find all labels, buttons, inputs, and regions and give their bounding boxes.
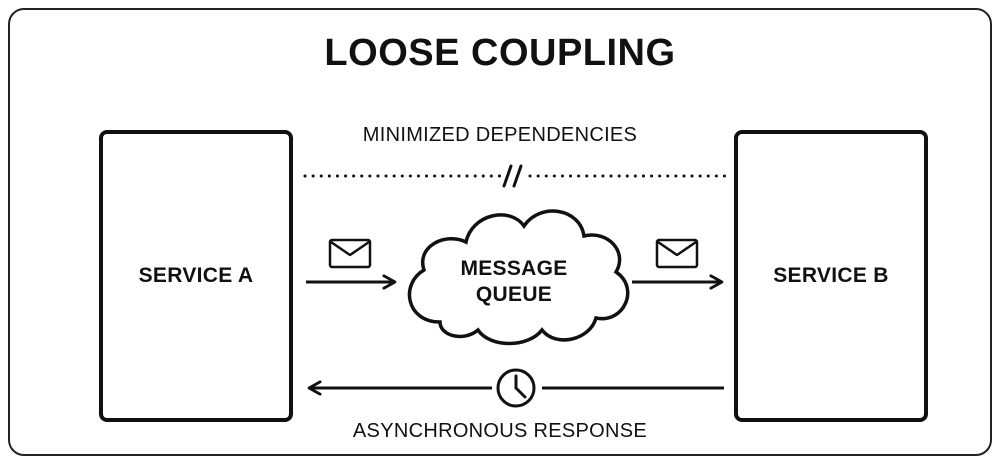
message-queue-line2: QUEUE — [475, 283, 553, 306]
broken-link-slashes — [502, 164, 523, 188]
envelope-icon — [655, 238, 699, 269]
service-a-box: SERVICE A — [99, 130, 293, 422]
clock-icon — [496, 368, 536, 408]
message-queue-line1: MESSAGE — [460, 257, 568, 280]
service-b-label: SERVICE B — [773, 264, 889, 287]
service-a-label: SERVICE A — [138, 264, 254, 287]
message-queue-label: MESSAGE QUEUE — [414, 256, 614, 308]
service-b-box: SERVICE B — [734, 130, 928, 422]
response-caption: ASYNCHRONOUS RESPONSE — [352, 420, 648, 442]
dependencies-caption: MINIMIZED DEPENDENCIES — [362, 124, 638, 146]
envelope-icon — [328, 238, 372, 269]
message-queue-cloud — [407, 209, 630, 346]
diagram-title: LOOSE COUPLING — [324, 32, 676, 74]
